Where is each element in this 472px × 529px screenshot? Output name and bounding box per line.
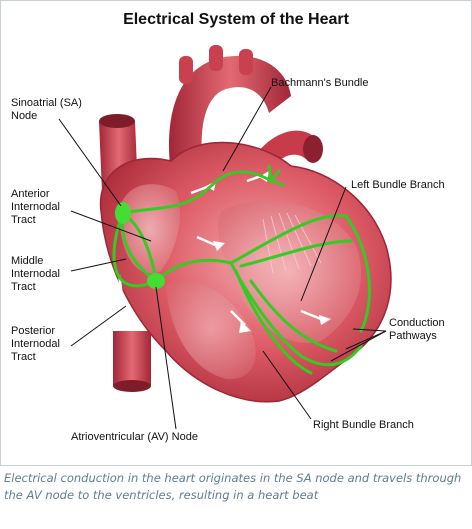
sa-node-mark	[115, 202, 131, 224]
label-posterior-internodal-tract: Posterior Internodal Tract	[11, 325, 60, 363]
heart-diagram-figure: Electrical System of the Heart	[0, 0, 472, 466]
label-middle-internodal-tract: Middle Internodal Tract	[11, 255, 60, 293]
label-conduction-pathways: Conduction Pathways	[389, 317, 445, 342]
right-ventricle-chamber	[166, 281, 256, 380]
left-bundle-branch-path	[229, 213, 371, 333]
leader-lines	[58, 86, 387, 430]
label-anterior-internodal-tract: Anterior Internodal Tract	[11, 188, 60, 226]
label-sa-node: Sinoatrial (SA) Node	[11, 97, 82, 122]
bachmanns-bundle-path	[121, 170, 273, 215]
label-av-node: Atrioventricular (AV) Node	[71, 431, 198, 443]
diagram-title: Electrical System of the Heart	[123, 11, 349, 28]
posterior-tract-path	[112, 211, 158, 288]
av-node-mark	[147, 273, 165, 289]
label-right-bundle-branch: Right Bundle Branch	[313, 419, 414, 431]
heart-illustration	[58, 45, 392, 430]
right-bundle-branch-path	[229, 261, 363, 367]
label-left-bundle-branch: Left Bundle Branch	[351, 179, 445, 191]
chordae-tendineae	[262, 212, 322, 274]
inferior-vena-cava	[113, 331, 151, 392]
label-bachmanns-bundle: Bachmann's Bundle	[271, 77, 369, 89]
figure-caption: Electrical conduction in the heart origi…	[4, 471, 462, 502]
